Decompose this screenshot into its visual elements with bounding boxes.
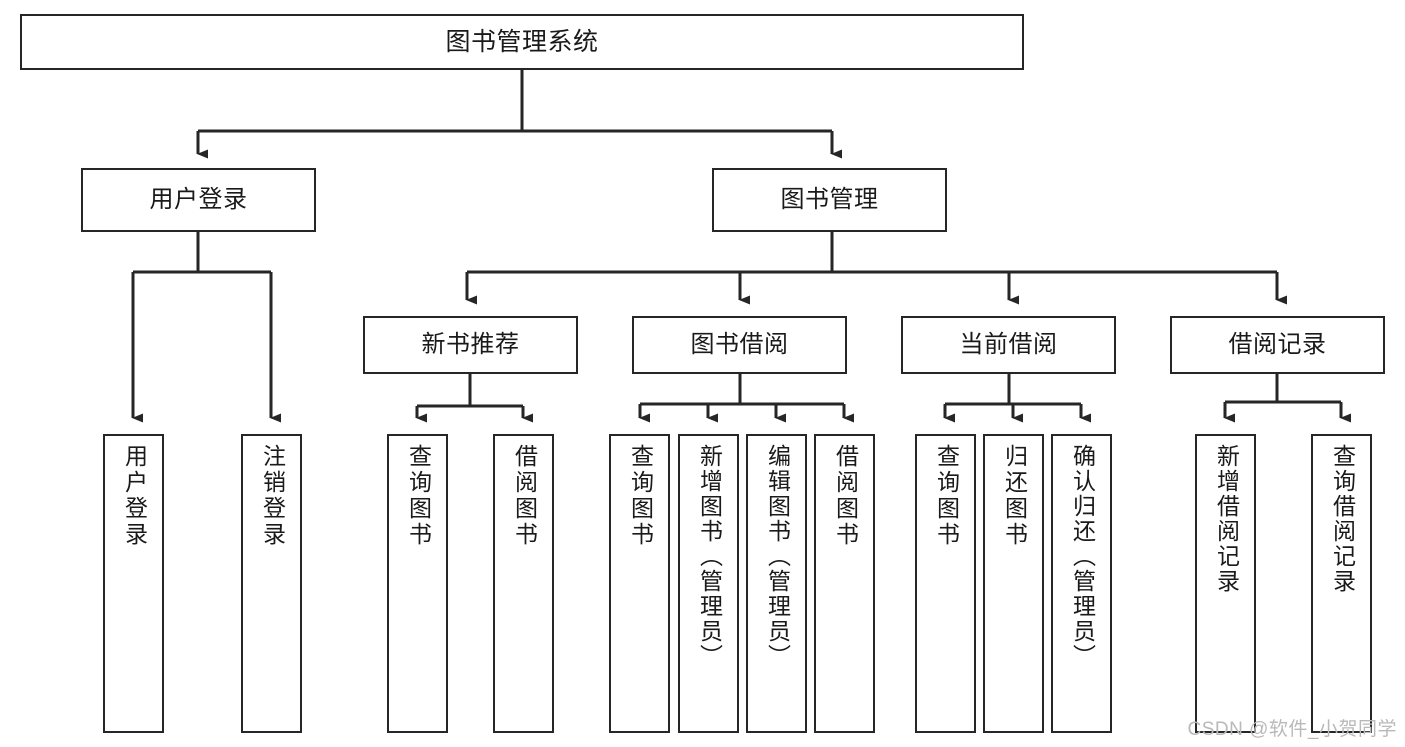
node-leaf-confirm-return-admin[interactable]: 确认归还（管理员） [1051,434,1112,733]
node-label: 图书借阅 [690,330,789,358]
node-label: 图书管理系统 [445,28,599,56]
node-leaf-return-book[interactable]: 归还图书 [983,434,1044,733]
node-book-management-system[interactable]: 图书管理系统 [20,14,1024,70]
node-book-borrowing[interactable]: 图书借阅 [632,316,847,374]
node-label: 查询借阅记录 [1329,444,1356,594]
node-label: 用户登录 [149,185,248,213]
node-leaf-add-borrow-record[interactable]: 新增借阅记录 [1195,434,1256,733]
node-leaf-query-borrow-record[interactable]: 查询借阅记录 [1311,434,1372,733]
node-borrowing-records[interactable]: 借阅记录 [1170,316,1385,374]
node-label: 新增借阅记录 [1213,444,1240,594]
node-label: 新书推荐 [421,330,520,358]
node-label: 当前借阅 [959,330,1058,358]
node-label: 编辑图书（管理员） [764,444,791,669]
node-leaf-user-login[interactable]: 用户登录 [103,434,164,733]
node-label: 查询图书 [627,444,654,548]
node-leaf-borrow-book-new-rec[interactable]: 借阅图书 [493,434,554,733]
node-book-management[interactable]: 图书管理 [712,168,947,232]
node-label: 查询图书 [405,444,432,548]
node-label: 注销登录 [259,444,286,548]
node-leaf-borrow-book-borrow[interactable]: 借阅图书 [814,434,875,733]
node-leaf-logout[interactable]: 注销登录 [241,434,302,733]
node-leaf-query-book-new-rec[interactable]: 查询图书 [387,434,448,733]
node-user-login[interactable]: 用户登录 [81,168,316,232]
node-leaf-add-book-admin[interactable]: 新增图书（管理员） [678,434,739,733]
node-label: 借阅记录 [1228,330,1327,358]
watermark-text: CSDN @软件_小贺同学 [1187,719,1397,740]
node-new-book-recommendation[interactable]: 新书推荐 [363,316,578,374]
node-label: 归还图书 [1001,444,1028,548]
node-label: 确认归还（管理员） [1069,444,1096,669]
node-label: 借阅图书 [832,444,859,548]
node-label: 借阅图书 [511,444,538,548]
node-label: 用户登录 [121,444,148,548]
node-leaf-query-book-borrow[interactable]: 查询图书 [609,434,670,733]
node-leaf-edit-book-admin[interactable]: 编辑图书（管理员） [746,434,807,733]
node-current-borrowings[interactable]: 当前借阅 [901,316,1116,374]
node-label: 查询图书 [933,444,960,548]
node-leaf-query-book-current[interactable]: 查询图书 [915,434,976,733]
node-label: 图书管理 [780,185,879,213]
node-label: 新增图书（管理员） [696,444,723,669]
